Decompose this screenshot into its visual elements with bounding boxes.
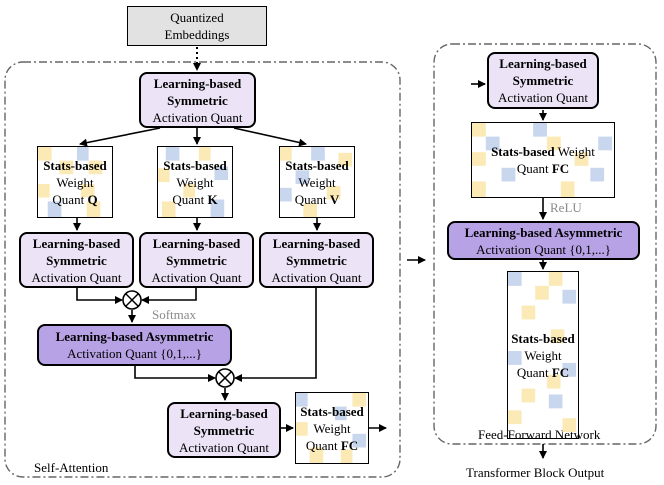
edge-v-to-mult2 bbox=[234, 288, 317, 382]
stats-weight-k: Stats-based Weight Quant K bbox=[157, 146, 233, 218]
ffn-frame bbox=[433, 43, 657, 445]
stats-weight-fc-ffn-1: Stats-based Weight Quant FC bbox=[471, 122, 615, 198]
lb-symmetric-activation-out: Learning-based Symmetric Activation Quan… bbox=[167, 402, 281, 458]
transformer-output-label: Transformer Block Output bbox=[466, 465, 605, 480]
edge-k-to-mult1 bbox=[141, 288, 197, 304]
stats-weight-v: Stats-based Weight Quant V bbox=[279, 146, 355, 218]
lb-symmetric-activation-top: Learning-based Symmetric Activation Quan… bbox=[139, 72, 256, 128]
edge-q-to-mult1 bbox=[76, 288, 123, 304]
edge-asym-to-mult2 bbox=[134, 366, 216, 382]
edge-top-to-v bbox=[233, 127, 307, 147]
lb-asymmetric-activation-ffn: Learning-based Asymmetric Activation Qua… bbox=[447, 221, 640, 260]
softmax-label: Softmax bbox=[152, 307, 197, 322]
edge-top-to-q bbox=[79, 127, 161, 147]
self-attention-frame bbox=[4, 61, 401, 478]
lb-symmetric-activation-ffn: Learning-based Symmetric Activation Quan… bbox=[487, 52, 599, 109]
self-attention-label: Self-Attention bbox=[34, 460, 109, 475]
lb-symmetric-activation-k: Learning-based Symmetric Activation Quan… bbox=[139, 232, 254, 288]
stats-weight-q: Stats-based Weight Quant Q bbox=[37, 146, 113, 218]
relu-label: ReLU bbox=[550, 200, 582, 215]
stats-weight-fc-attn: Stats-based Weight Quant FC bbox=[295, 392, 369, 464]
quantized-embeddings-box: Quantized Embeddings bbox=[127, 6, 267, 46]
lb-symmetric-activation-v: Learning-based Symmetric Activation Quan… bbox=[259, 232, 374, 288]
stats-weight-fc-ffn-2: Stats-based Weight Quant FC bbox=[507, 271, 579, 439]
lb-symmetric-activation-q: Learning-based Symmetric Activation Quan… bbox=[19, 232, 134, 288]
lb-asymmetric-activation-attn: Learning-based Asymmetric Activation Qua… bbox=[37, 324, 232, 366]
